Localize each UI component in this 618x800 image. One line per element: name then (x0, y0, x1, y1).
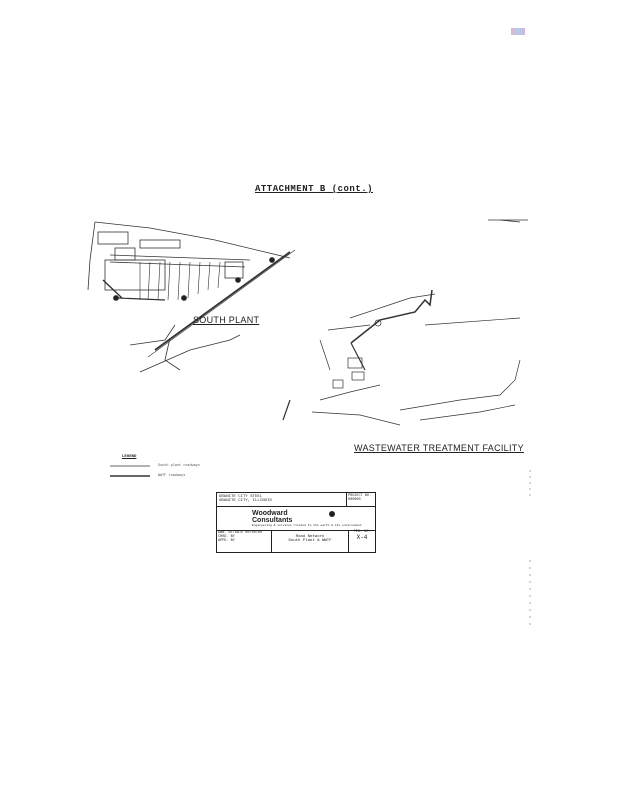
figure-label: FIG. NO. (353, 530, 371, 534)
legend-item: South plant roadways (158, 464, 201, 468)
document-stamp (511, 28, 525, 35)
firm-tagline: Engineering & services related to the ea… (252, 524, 362, 527)
title-block: GRANITE CITY STEEL GRANITE CITY, ILLINOI… (216, 492, 376, 553)
legend-item: WWTF roadways (158, 474, 186, 478)
approved-by: APPD. BY (218, 539, 235, 543)
client-cell: GRANITE CITY STEEL GRANITE CITY, ILLINOI… (217, 493, 347, 507)
legend-lines (110, 465, 150, 477)
drawn-info-cell: DWN. BY/DATE 00/00/00 CHKD. BY APPD. BY (217, 530, 272, 552)
drawn-by: DWN. BY/DATE 00/00/00 (218, 531, 263, 535)
client-line-2: GRANITE CITY, ILLINOIS (219, 499, 272, 503)
client-line-1: GRANITE CITY STEEL (219, 495, 263, 499)
firm-logo-icon (329, 511, 335, 517)
project-number: 000000 (348, 498, 361, 502)
firm-name-line-2: Consultants (252, 517, 293, 524)
wwtf-label: WASTEWATER TREATMENT FACILITY (354, 443, 524, 453)
drawing-title-cell: Road Network South Plant & WWTF (272, 530, 349, 552)
south-plant-drawing (87, 221, 296, 373)
project-cell: PROJECT NO. 000000 (347, 493, 375, 507)
wwtf-drawing (282, 219, 528, 426)
figure-number: X-4 (356, 534, 368, 541)
south-plant-label: SOUTH PLANT (193, 315, 260, 325)
firm-name-line-1: Woodward (252, 510, 288, 517)
attachment-title: ATTACHMENT B (cont.) (255, 184, 374, 194)
project-label: PROJECT NO. (348, 494, 372, 498)
firm-name: Woodward Consultants (252, 510, 292, 524)
legend-title: LEGEND (122, 455, 137, 459)
drawing-title-2: South Plant & WWTF (288, 539, 332, 543)
figure-cell: FIG. NO. X-4 (349, 530, 375, 552)
drawing-title-1: Road Network (295, 535, 325, 539)
firm-cell: Woodward Consultants Engineering & servi… (217, 507, 375, 531)
checked-by: CHKD. BY (218, 535, 235, 539)
